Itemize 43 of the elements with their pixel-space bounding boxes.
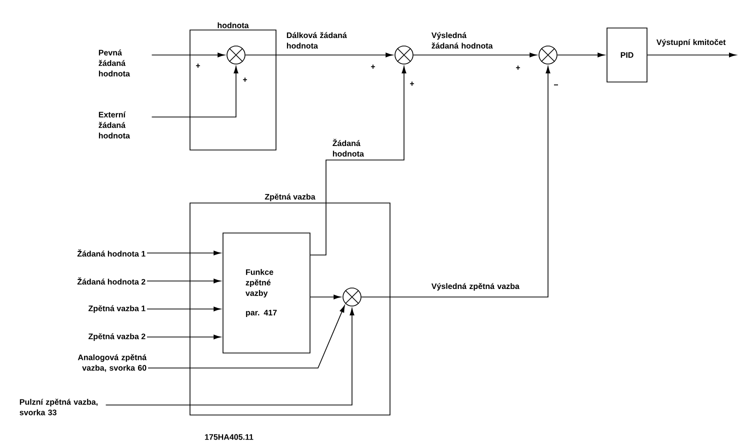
arrow	[151, 52, 225, 58]
edge-label: Žádaná hodnota	[332, 138, 364, 157]
arrow	[413, 52, 537, 58]
sign-label: +	[516, 66, 520, 70]
drawing-number: 175HA405.11	[205, 434, 254, 440]
arrow	[146, 334, 221, 340]
summing-junction	[226, 46, 246, 64]
sign-label: −	[554, 84, 558, 86]
summing-junction	[394, 46, 414, 64]
arrow	[105, 308, 354, 406]
edge-label: Výstupní kmitočet	[656, 38, 726, 47]
function-box: Funkce zpětné vazby par. 417	[222, 232, 310, 354]
arrow	[151, 66, 238, 118]
arrow	[361, 66, 550, 298]
sign-label: +	[410, 82, 414, 86]
arrow	[245, 52, 393, 58]
arrow	[146, 278, 221, 284]
input-label: Žádaná hodnota 2	[77, 277, 146, 285]
node-label: Zpětná vazba	[264, 194, 316, 202]
arrow	[647, 52, 736, 58]
sign-label: +	[371, 64, 376, 69]
arrow	[146, 250, 221, 256]
edge-label: Výsledná zpětná vazba	[431, 282, 520, 291]
input-label: Zpětná vazba 1	[88, 305, 146, 313]
node-label: hodnota	[218, 22, 249, 28]
edge-label: Výsledná žádaná hodnota	[431, 32, 493, 49]
summing-junction	[538, 46, 558, 64]
input-label: Žádaná hodnota 1	[77, 249, 146, 257]
sign-label: +	[196, 64, 200, 68]
input-label: Pevná žádaná hodnota	[98, 50, 130, 76]
edge-label: Dálková žádaná hodnota	[286, 32, 347, 49]
arrow	[310, 294, 341, 300]
arrow	[146, 306, 221, 312]
input-label: Pulzní zpětná vazba, svorka 33	[20, 398, 98, 416]
input-label: Zpětná vazba 2	[88, 333, 146, 341]
summing-junction	[342, 288, 362, 306]
input-label: Analogová zpětná vazba, svorka 60	[78, 354, 147, 372]
arrow	[310, 66, 406, 256]
arrow	[148, 305, 345, 368]
controller-box: PID	[606, 28, 648, 82]
sign-label: +	[243, 78, 247, 82]
arrow	[557, 52, 605, 58]
input-label: Externí žádaná hodnota	[98, 112, 130, 138]
